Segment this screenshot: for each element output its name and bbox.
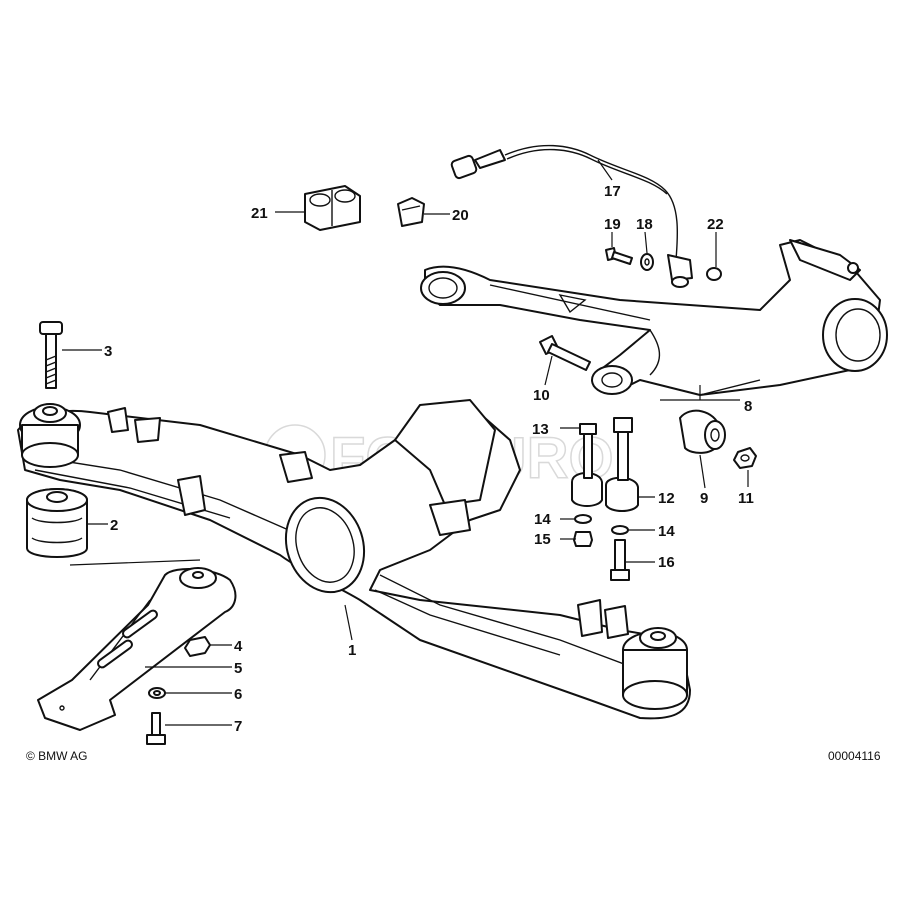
washer-14a-drawing[interactable] [574,514,592,524]
nut-4-drawing[interactable] [184,636,211,657]
callout-14-left[interactable]: 14 [534,511,551,528]
callout-6[interactable]: 6 [234,686,242,703]
callout-13[interactable]: 13 [532,421,549,438]
rubber-mounting-drawing[interactable] [679,409,726,454]
callout-22[interactable]: 22 [707,216,724,233]
bolt-7-drawing[interactable] [146,712,166,745]
drawing-number: 00004116 [828,749,881,763]
callout-1[interactable]: 1 [348,642,356,659]
pulse-generator-drawing[interactable] [450,144,693,288]
trailing-arm-drawing[interactable] [420,239,888,396]
callout-4[interactable]: 4 [234,638,243,655]
bolt-3-drawing[interactable] [39,321,63,389]
rubber-mount-drawing[interactable] [26,488,88,558]
cable-holder-21-drawing[interactable] [304,185,361,231]
callout-7[interactable]: 7 [234,718,242,735]
callout-17[interactable]: 17 [604,183,621,200]
callout-12[interactable]: 12 [658,490,675,507]
callout-20[interactable]: 20 [452,207,469,224]
cable-clip-20-drawing[interactable] [397,197,425,227]
bolt-13-drawing[interactable] [579,423,597,479]
callout-labels: 1 2 3 4 5 6 7 8 9 10 11 12 13 14 14 15 1… [104,183,754,735]
callout-5[interactable]: 5 [234,660,242,677]
leader-lines [62,159,749,726]
callout-3[interactable]: 3 [104,343,112,360]
callout-2[interactable]: 2 [110,517,118,534]
o-ring-22-drawing[interactable] [706,267,722,281]
callout-16[interactable]: 16 [658,554,675,571]
callout-15[interactable]: 15 [534,531,551,548]
grommet-18-drawing[interactable] [640,253,654,271]
support-bracket-drawing[interactable] [37,567,237,731]
washer-6-drawing[interactable] [148,687,166,699]
stabilizer-link-drawing[interactable] [571,417,639,512]
washer-14b-drawing[interactable] [611,525,629,535]
copyright-text: © BMW AG [26,749,88,763]
callout-11[interactable]: 11 [738,490,754,507]
bolt-16-drawing[interactable] [610,539,630,581]
callout-9[interactable]: 9 [700,490,708,507]
bolt-10-drawing[interactable] [539,335,591,371]
callout-14-right[interactable]: 14 [658,523,675,540]
callout-8[interactable]: 8 [744,398,752,415]
callout-19[interactable]: 19 [604,216,621,233]
nut-15-drawing[interactable] [573,531,593,547]
callout-18[interactable]: 18 [636,216,653,233]
axle-carrier-drawing[interactable] [17,399,691,720]
screw-19-drawing[interactable] [605,247,633,265]
nut-11-drawing[interactable] [733,447,757,469]
callout-10[interactable]: 10 [533,387,550,404]
callout-21[interactable]: 21 [251,205,268,222]
